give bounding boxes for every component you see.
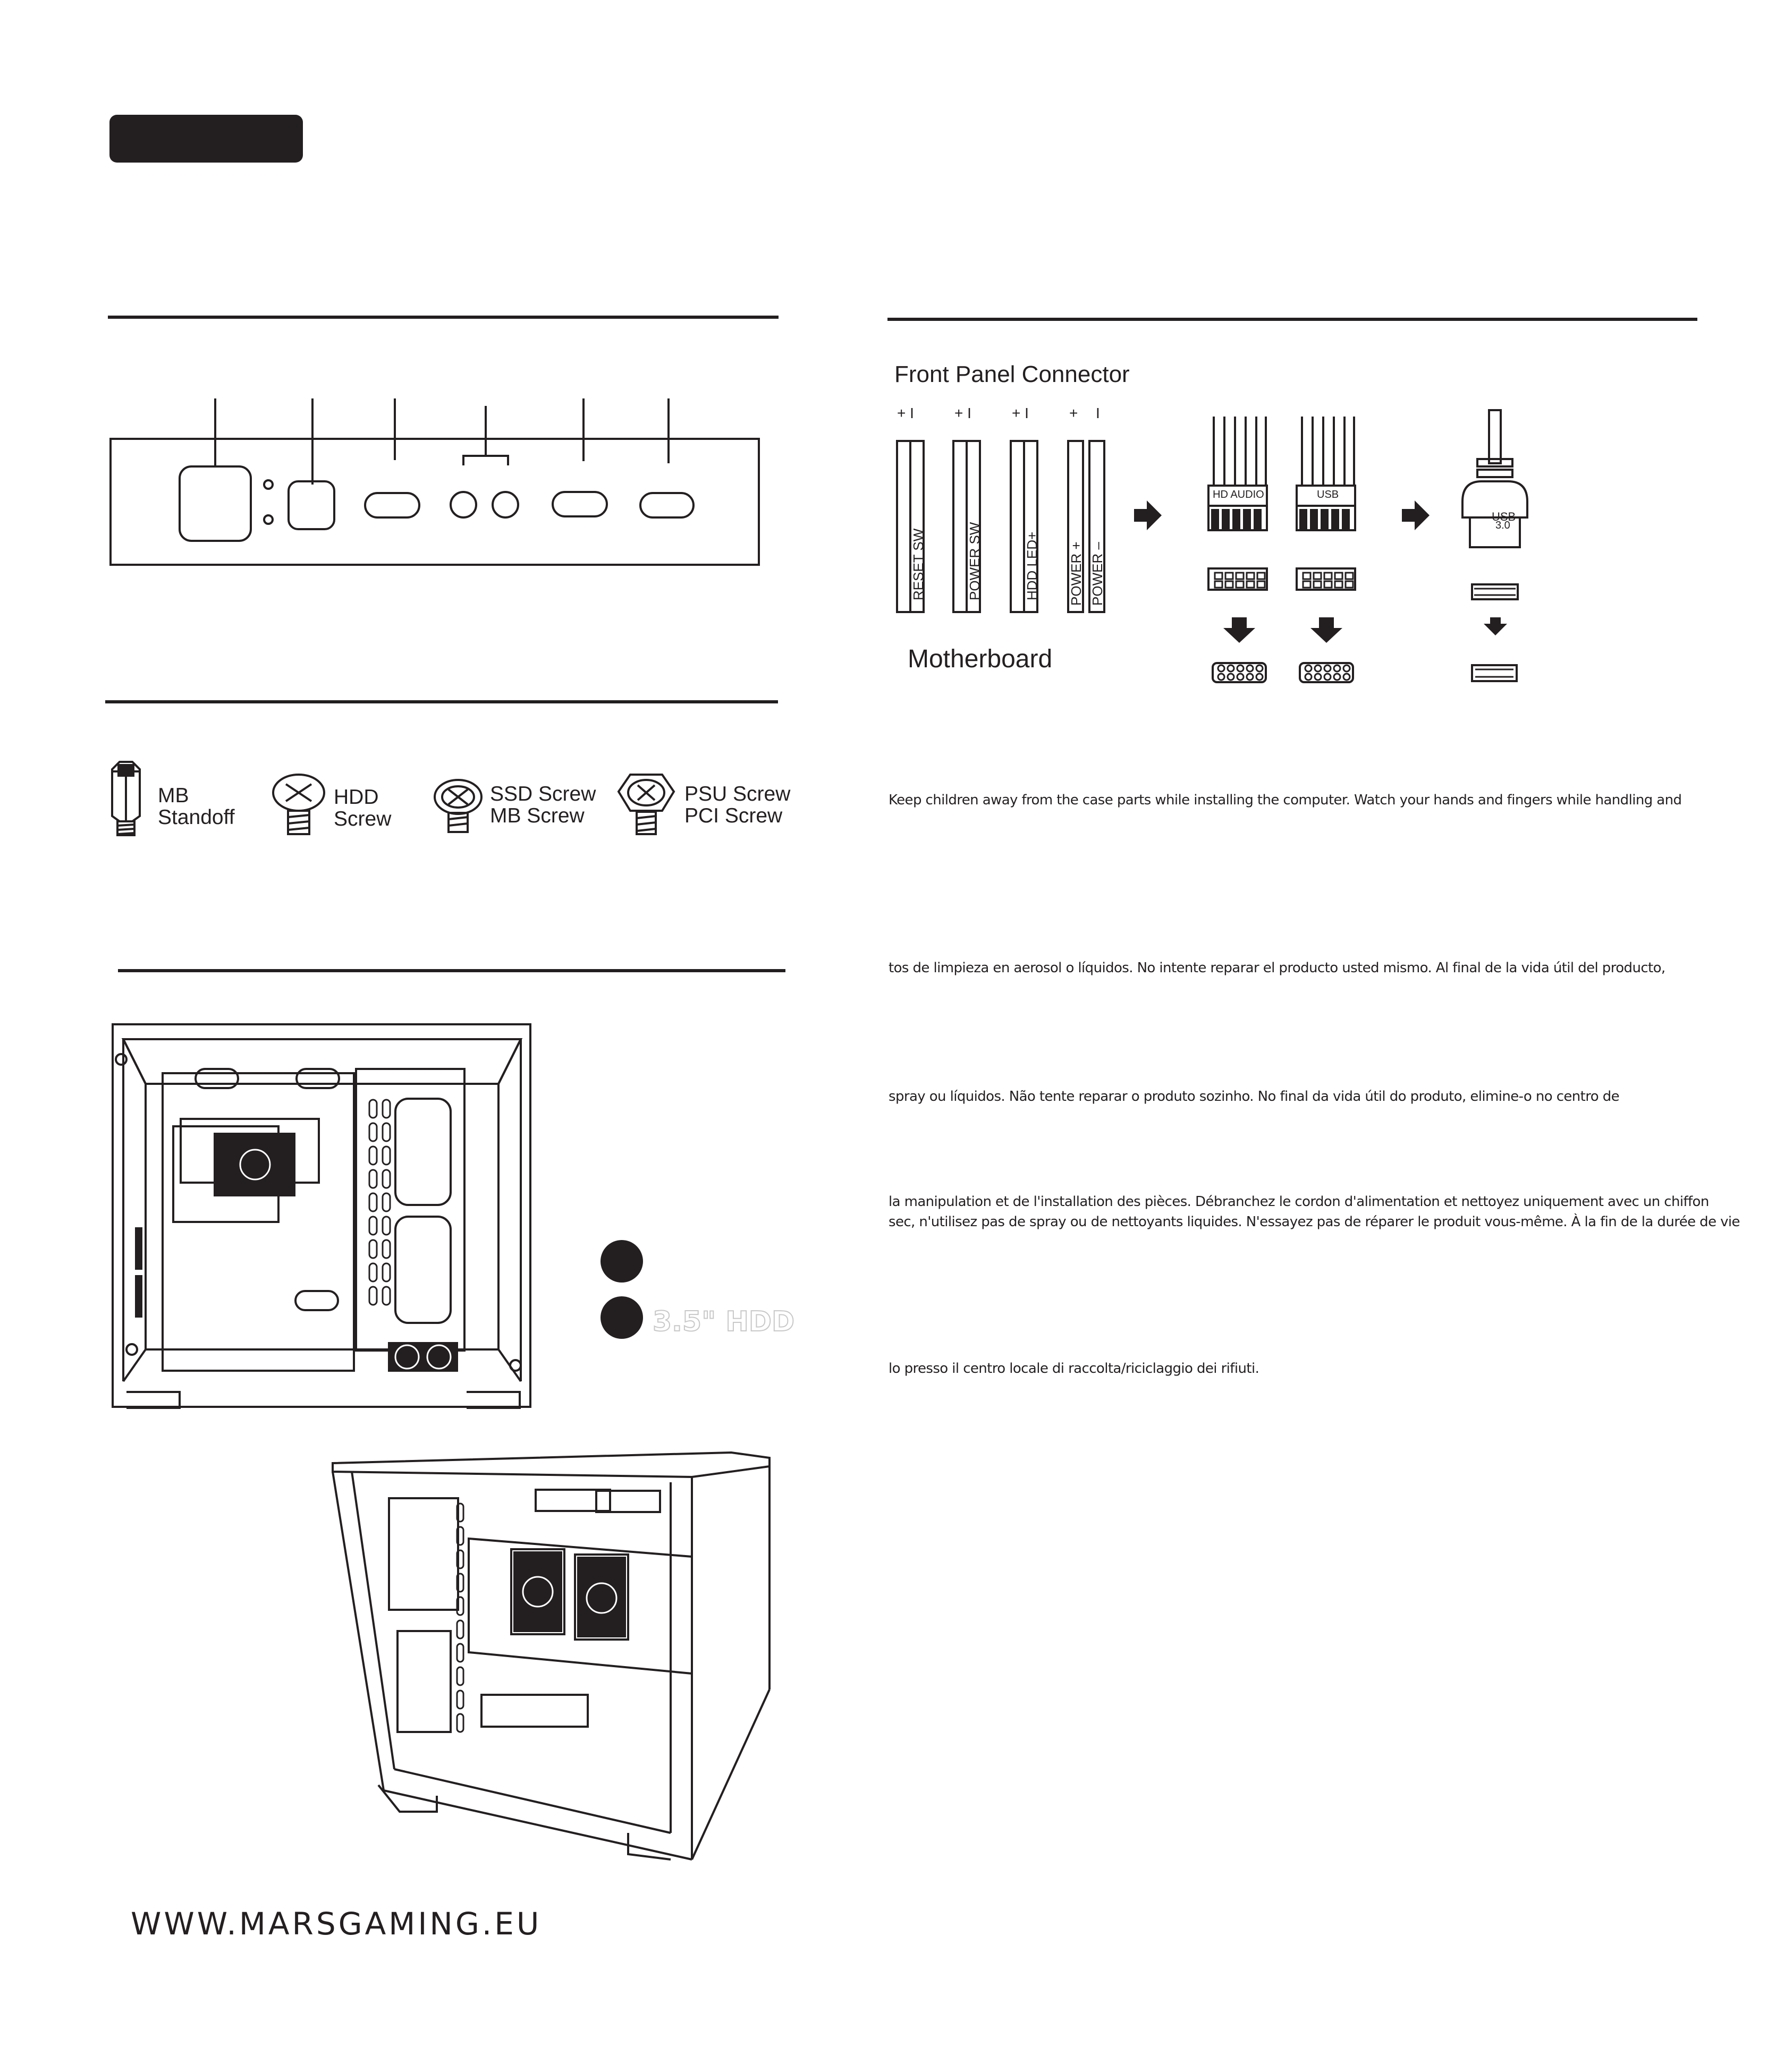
page-tag [109, 115, 303, 163]
polarity-reset: + I [897, 405, 914, 421]
hdd-screw-icon [272, 774, 325, 835]
hdd-legend-label: 3.5" HDD [652, 1305, 795, 1338]
hardware-label-line1: SSD Screw [490, 783, 596, 805]
hardware-label-line2: PCI Screw [684, 804, 783, 827]
header-label-usb: USB [1317, 489, 1339, 500]
ssd-screw-icon [434, 779, 483, 833]
hardware-label-line2: Standoff [158, 806, 235, 829]
psu-screw-icon [617, 774, 675, 835]
polarity-power-sw: + I [954, 405, 971, 421]
motherboard-label: Motherboard [908, 645, 1053, 673]
connector-label-power-plus: POWER + [1068, 541, 1084, 606]
legend-dot-1 [601, 1240, 643, 1283]
polarity-power-minus: I [1096, 405, 1100, 421]
warning-fr-1: la manipulation et de l'installation des… [889, 1194, 1709, 1210]
connector-label-power-minus: POWER – [1089, 542, 1105, 606]
hardware-label-line2: MB Screw [490, 804, 585, 827]
hardware-item-mb-standoff: MB Standoff [158, 785, 235, 828]
legend-dot-2 [601, 1296, 643, 1339]
case-perspective-view-diagram [332, 1451, 771, 1861]
connector-label-hdd-led: HDD LED+ [1024, 531, 1040, 600]
polarity-power-plus: + [1069, 405, 1078, 421]
warning-es: tos de limpieza en aerosol o líquidos. N… [889, 960, 1665, 976]
warning-en: Keep children away from the case parts w… [889, 792, 1682, 808]
warning-it: lo presso il centro locale di raccolta/r… [889, 1361, 1259, 1377]
section-rule-front-panel [887, 318, 1697, 321]
usb3-label-line2: 3.0 [1495, 520, 1510, 531]
case-side-view-diagram [112, 1023, 531, 1409]
polarity-hdd-led: + I [1012, 405, 1029, 421]
hardware-item-hdd-screw: HDD Screw [334, 786, 391, 830]
hardware-item-psu-screw: PSU Screw PCI Screw [684, 783, 790, 827]
section-rule-io-panel [108, 316, 779, 319]
hardware-label-line2: Screw [334, 808, 392, 830]
hardware-label-line1: HDD [334, 786, 379, 809]
hardware-label-line1: MB [158, 784, 189, 807]
website-url: WWW.MARSGAMING.EU [131, 1906, 542, 1942]
io-panel-diagram [109, 398, 760, 566]
section-rule-drives [118, 969, 785, 972]
hardware-label-line1: PSU Screw [684, 783, 791, 805]
warning-fr-2: sec, n'utilisez pas de spray ou de netto… [889, 1214, 1740, 1230]
hardware-item-ssd-screw: SSD Screw MB Screw [490, 783, 596, 827]
section-rule-hardware [105, 700, 778, 703]
connector-label-power-sw: POWER SW [967, 522, 983, 600]
connector-label-reset-sw: RESET SW [910, 528, 926, 600]
usb3-label-line1: USB [1492, 510, 1516, 523]
warning-pt: spray ou líquidos. Não tente reparar o p… [889, 1089, 1620, 1105]
mb-standoff-icon [111, 761, 141, 836]
header-label-hd-audio: HD AUDIO [1213, 489, 1264, 500]
front-panel-title: Front Panel Connector [894, 361, 1130, 387]
front-panel-diagram [896, 409, 1528, 683]
